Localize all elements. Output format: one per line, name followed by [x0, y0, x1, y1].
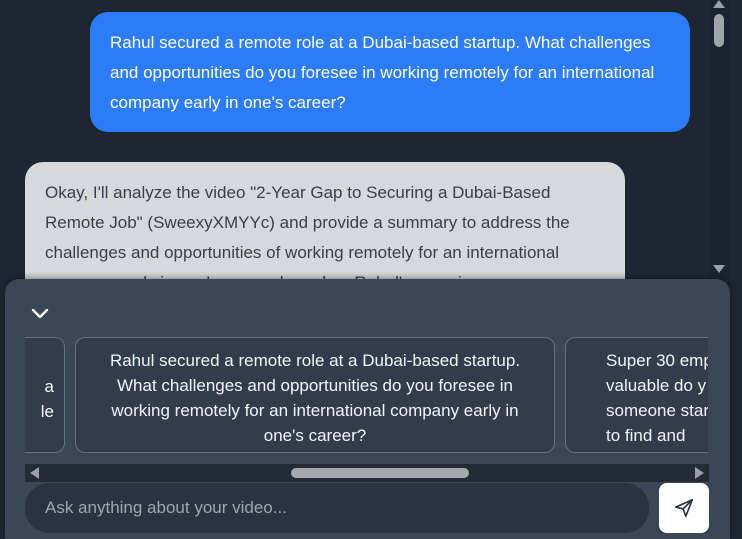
scroll-down-arrow-icon[interactable]: [713, 265, 725, 273]
chat-vertical-scrollbar[interactable]: [710, 0, 730, 278]
chevron-down-icon: [31, 308, 49, 319]
scroll-right-arrow-icon[interactable]: [695, 467, 704, 479]
suggestion-card-previous[interactable]: a le: [25, 337, 65, 453]
send-icon: [674, 498, 694, 518]
suggestion-card-next[interactable]: Super 30 emp valuable do y someone start…: [565, 337, 708, 453]
scroll-left-arrow-icon[interactable]: [30, 467, 39, 479]
scroll-up-arrow-icon[interactable]: [713, 0, 725, 8]
suggestion-carousel: a le Rahul secured a remote role at a Du…: [25, 337, 708, 455]
suggestion-card-text: Rahul secured a remote role at a Dubai-b…: [109, 351, 521, 445]
suggestion-horizontal-scrollbar[interactable]: [25, 464, 709, 482]
collapse-panel-button[interactable]: [27, 301, 53, 327]
suggestion-card-text: a le: [40, 377, 54, 421]
assistant-message-bubble: Okay, I'll analyze the video "2-Year Gap…: [25, 162, 625, 280]
horizontal-scrollbar-thumb[interactable]: [291, 468, 469, 478]
user-message-bubble: Rahul secured a remote role at a Dubai-b…: [90, 12, 690, 132]
suggestion-card[interactable]: Rahul secured a remote role at a Dubai-b…: [75, 337, 555, 453]
scrollbar-thumb[interactable]: [714, 14, 724, 47]
send-button[interactable]: [659, 483, 709, 533]
suggestion-panel: a le Rahul secured a remote role at a Du…: [5, 279, 730, 539]
question-input[interactable]: [25, 483, 649, 533]
chat-messages: Rahul secured a remote role at a Dubai-b…: [0, 0, 710, 280]
suggestion-card-text: Super 30 emp valuable do y someone start…: [606, 351, 708, 445]
